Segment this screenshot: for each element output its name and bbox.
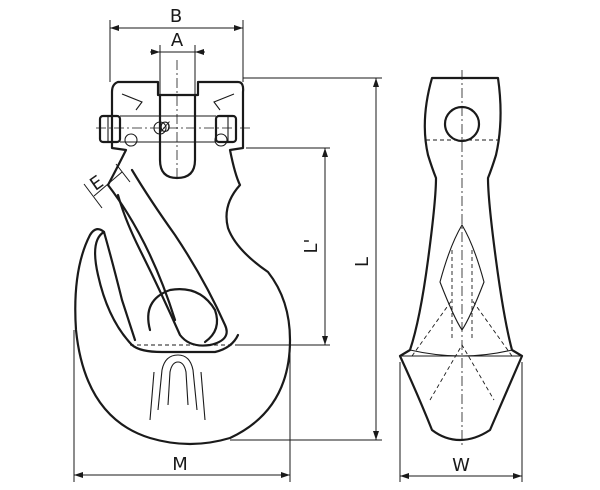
side-view-flare-detail — [409, 349, 513, 357]
chain-link — [147, 288, 219, 344]
hook-saddle — [130, 333, 240, 354]
clevis-chamfer-right — [213, 93, 235, 111]
dimension-L-prime-label: L' — [301, 239, 322, 254]
dimension-L: L — [230, 77, 382, 441]
shank-left-edge — [106, 80, 177, 322]
dimension-L-label: L — [352, 257, 373, 267]
dimension-A: A — [150, 30, 205, 95]
clevis-chamfer-left — [121, 93, 143, 111]
dimension-B: B — [109, 6, 244, 82]
side-view-inner-slot — [439, 223, 485, 331]
rib-groove-3 — [149, 371, 155, 421]
hook-throat — [93, 230, 134, 347]
pin-head-right — [214, 114, 238, 144]
rib-groove-4 — [200, 371, 206, 421]
dimension-L-prime: L' — [238, 147, 330, 346]
pin-head-left — [98, 114, 122, 144]
front-view — [74, 60, 292, 446]
rib-groove-2 — [167, 361, 189, 406]
side-view — [398, 70, 524, 448]
dimension-A-label: A — [171, 30, 184, 51]
clevis-block — [74, 80, 292, 446]
dimension-B-label: B — [170, 6, 182, 27]
pin-washer-right — [214, 133, 228, 147]
pin-washer-left — [124, 133, 138, 147]
diameter-label: Ø — [159, 120, 170, 136]
grab-slot — [116, 168, 228, 347]
dimension-W: W — [399, 362, 523, 482]
pin-slot — [158, 93, 197, 180]
dimension-W-label: W — [452, 455, 470, 476]
dimension-E: E — [83, 163, 131, 209]
rib-groove-1 — [157, 354, 198, 411]
dimension-M-label: M — [172, 454, 188, 475]
side-view-outline — [398, 76, 524, 442]
dimension-M: M — [73, 330, 291, 482]
